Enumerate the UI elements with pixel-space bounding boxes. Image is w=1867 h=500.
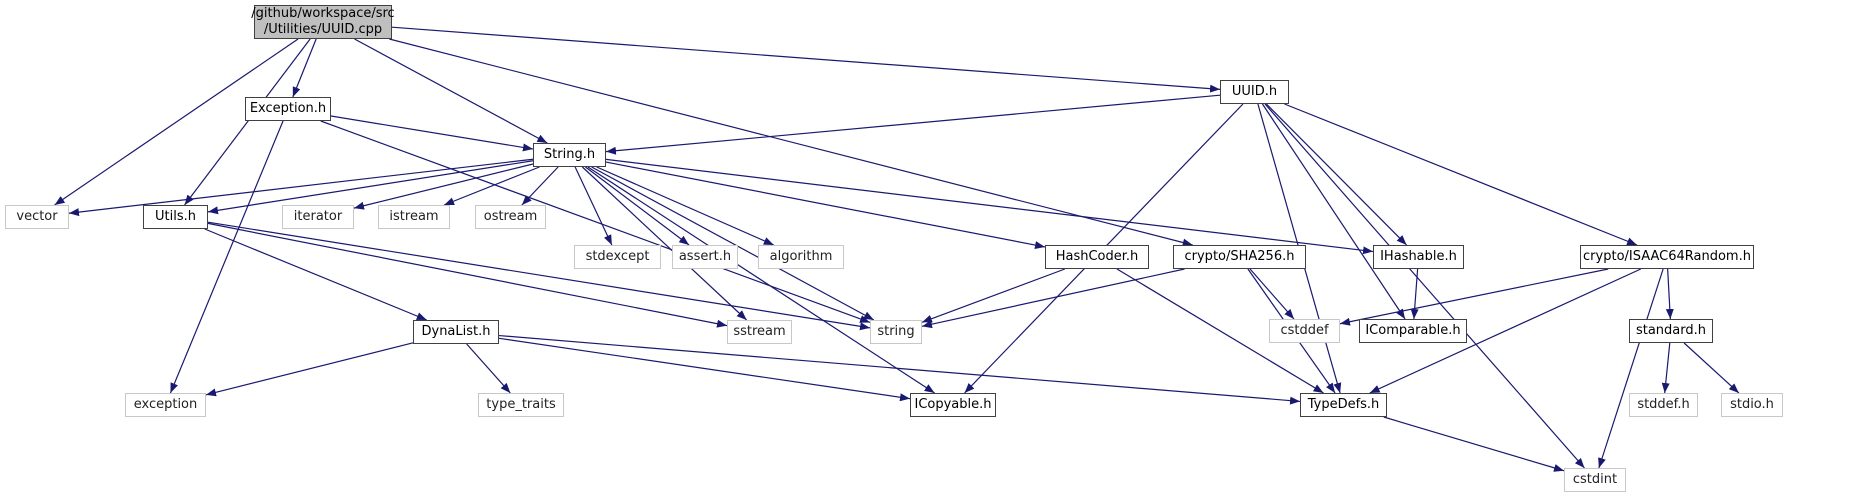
edge-sha256_h-to-cstddef	[1249, 268, 1295, 320]
node-root[interactable]: /github/workspace/src /Utilities/UUID.cp…	[251, 5, 395, 39]
node-stdio-h[interactable]: stdio.h	[1721, 393, 1783, 417]
node-string-h[interactable]: String.h	[533, 143, 606, 167]
node-dynalist-h[interactable]: DynaList.h	[413, 320, 499, 344]
node-stdexcept[interactable]: stdexcept	[574, 245, 661, 269]
edge-root-to-uuid_h	[391, 26, 1221, 93]
edge-utils_h-to-dynalist_h	[204, 228, 427, 321]
node-stddef-h[interactable]: stddef.h	[1629, 393, 1698, 417]
edge-string_h-to-vector	[68, 158, 534, 217]
edge-dynalist_h-to-typedefs_h	[498, 334, 1301, 405]
edge-typedefs_h-to-cstdint	[1383, 416, 1565, 472]
edge-exception_h-to-string_h	[330, 115, 534, 152]
edge-ihashable_h-to-icomparable_h	[1410, 268, 1419, 320]
node-sstream[interactable]: sstream	[727, 320, 792, 344]
node-isaac-h[interactable]: crypto/ISAAC64Random.h	[1580, 245, 1754, 269]
edge-string_h-to-istream	[443, 166, 540, 206]
edge-exception_h-to-string	[320, 120, 871, 324]
edge-string_h-to-assert_h	[585, 166, 690, 246]
edge-isaac_h-to-standard_h	[1665, 268, 1674, 320]
edge-dynalist_h-to-type_traits	[466, 343, 511, 394]
node-algorithm[interactable]: algorithm	[758, 245, 844, 269]
edge-uuid_h-to-cstdint	[1264, 103, 1585, 469]
node-vector[interactable]: vector	[5, 205, 69, 229]
edge-root-to-utils_h	[184, 38, 311, 206]
edge-string_h-to-algorithm	[596, 166, 775, 246]
edge-uuid_h-to-string_h	[605, 94, 1221, 155]
edge-root-to-exception_h	[292, 38, 317, 98]
node-uuid-h[interactable]: UUID.h	[1220, 80, 1289, 104]
edge-uuid_h-to-ihashable_h	[1266, 103, 1407, 246]
node-exception-h[interactable]: Exception.h	[245, 97, 331, 121]
edge-string_h-to-utils_h	[207, 160, 534, 215]
edge-string_h-to-iterator	[353, 163, 534, 210]
node-type-traits[interactable]: type_traits	[478, 393, 564, 417]
node-ihashable-h[interactable]: IHashable.h	[1373, 245, 1464, 269]
edge-exception_h-to-exception	[169, 120, 284, 394]
node-icomparable-h[interactable]: IComparable.h	[1359, 319, 1467, 343]
node-hashcoder-h[interactable]: HashCoder.h	[1045, 245, 1149, 269]
edge-isaac_h-to-cstdint	[1598, 268, 1664, 469]
edge-uuid_h-to-icomparable_h	[1261, 103, 1406, 320]
edge-string_h-to-ihashable_h	[605, 158, 1374, 255]
node-istream[interactable]: istream	[378, 205, 450, 229]
edge-string_h-to-ostream	[521, 166, 559, 206]
node-icopyable-h[interactable]: ICopyable.h	[910, 393, 996, 417]
edge-string_h-to-hashcoder_h	[605, 161, 1046, 249]
edge-string_h-to-string	[591, 166, 875, 321]
edge-hashcoder_h-to-string	[921, 268, 1066, 323]
edge-string_h-to-icopyable_h	[587, 166, 935, 394]
edge-sha256_h-to-string	[921, 268, 1185, 329]
node-standard-h[interactable]: standard.h	[1629, 319, 1713, 343]
edge-utils_h-to-string	[207, 221, 871, 331]
node-cstdint[interactable]: cstdint	[1564, 468, 1626, 492]
node-assert-h[interactable]: assert.h	[672, 245, 738, 269]
node-iterator[interactable]: iterator	[282, 205, 354, 229]
edge-uuid_h-to-isaac_h	[1284, 103, 1638, 246]
edge-root-to-vector	[54, 38, 299, 206]
edge-isaac_h-to-cstddef	[1339, 268, 1609, 326]
node-string[interactable]: string	[870, 320, 922, 344]
node-utils-h[interactable]: Utils.h	[143, 205, 208, 229]
node-exception[interactable]: exception	[125, 393, 206, 417]
edge-root-to-sha256_h	[389, 38, 1193, 247]
edge-isaac_h-to-typedefs_h	[1369, 268, 1642, 394]
edge-dynalist_h-to-icopyable_h	[498, 337, 911, 402]
edge-standard_h-to-stdio_h	[1683, 342, 1740, 394]
edge-dynalist_h-to-exception	[205, 342, 414, 397]
node-typedefs-h[interactable]: TypeDefs.h	[1300, 393, 1387, 417]
edge-standard_h-to-stddef_h	[1661, 342, 1671, 394]
edge-hashcoder_h-to-typedefs_h	[1116, 268, 1324, 394]
node-ostream[interactable]: ostream	[475, 205, 546, 229]
node-cstddef[interactable]: cstddef	[1269, 319, 1340, 343]
edge-utils_h-to-sstream	[207, 222, 728, 328]
edge-string_h-to-stdexcept	[574, 166, 613, 246]
edge-string_h-to-sstream	[581, 166, 748, 321]
edge-root-to-string_h	[354, 38, 548, 144]
node-sha256-h[interactable]: crypto/SHA256.h	[1173, 245, 1306, 269]
